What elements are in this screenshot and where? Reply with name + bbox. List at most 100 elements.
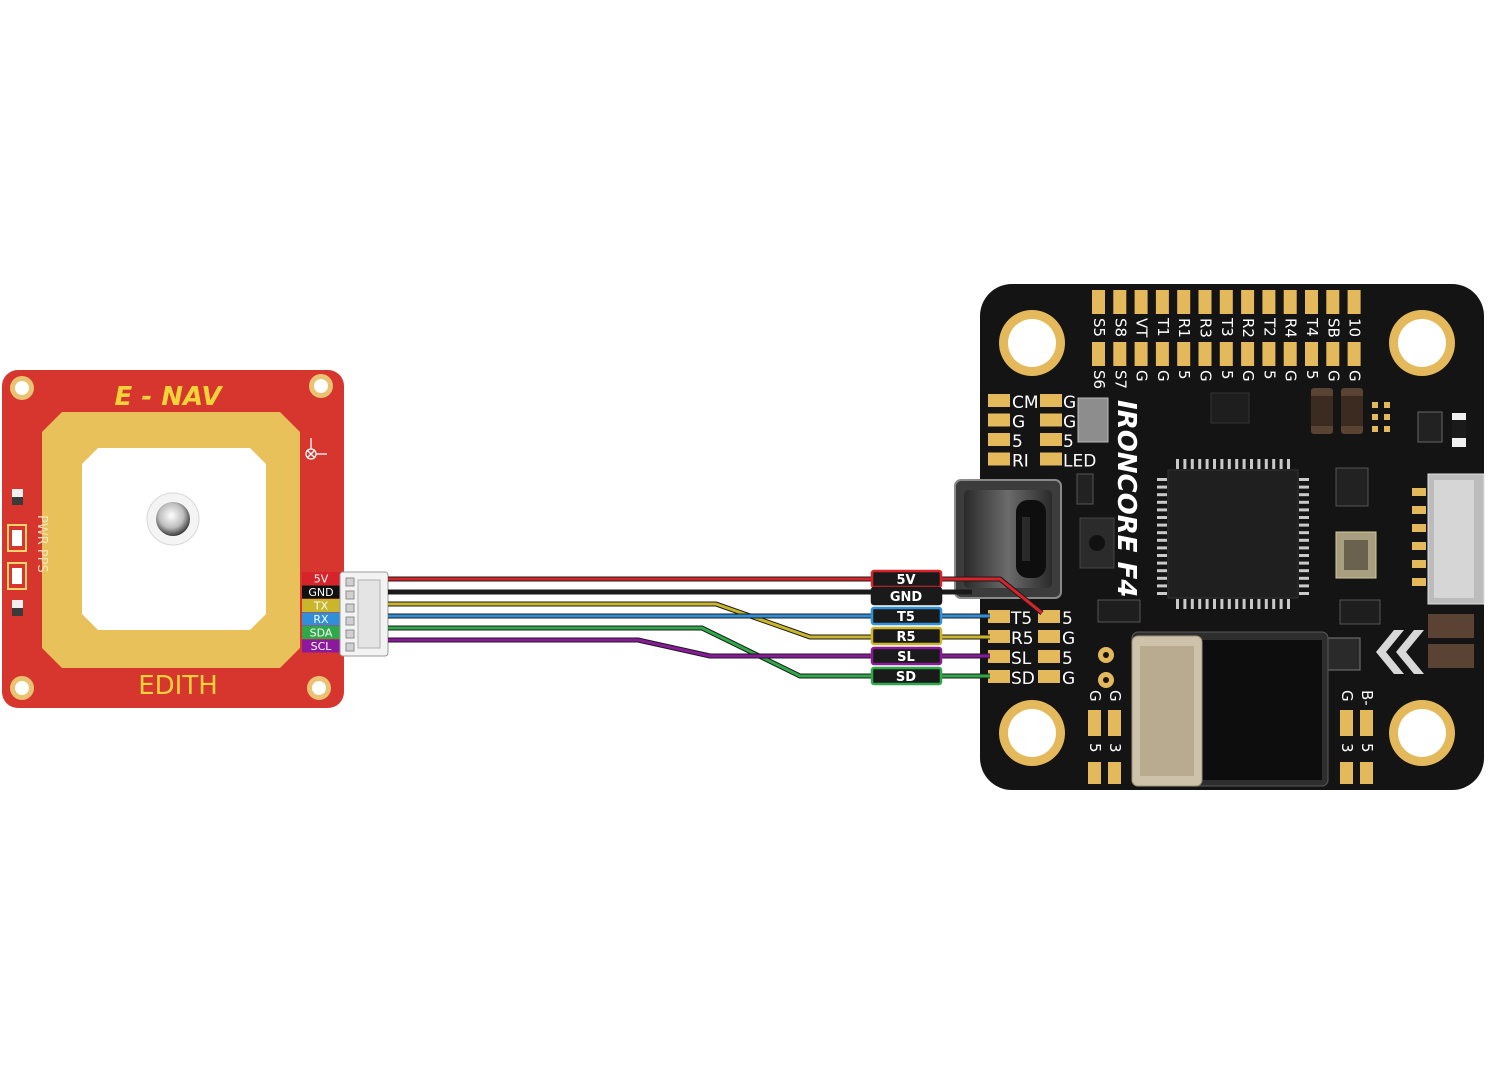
mcu-pin: [1157, 569, 1167, 573]
fc-top-pad-label: T2: [1260, 317, 1278, 337]
fc-bottom-pad-label: G: [1106, 690, 1124, 702]
fc-uart-pad: [1038, 630, 1060, 643]
mcu-pin: [1176, 599, 1179, 609]
fc-top-pad-label: S5: [1090, 318, 1108, 337]
fc-bottom-pad-label: B-: [1358, 690, 1376, 706]
wire-tag: [870, 606, 943, 626]
fc-top-pad-label: G: [1324, 370, 1342, 382]
fc-components: [1076, 388, 1485, 688]
fc-top-pad: [1347, 290, 1361, 314]
mcu-pin: [1299, 546, 1309, 550]
fc-top-pad-label: S7: [1111, 370, 1129, 389]
mcu-pin: [1205, 459, 1209, 469]
gps-pin-label-bg: [302, 612, 340, 626]
gps-module-name: EDITH: [138, 671, 218, 701]
fc-left-pad: [988, 433, 1010, 446]
fc-top-pad-label: R1: [1175, 318, 1193, 338]
gps-pin-label: SCL: [311, 640, 333, 653]
fc-mcu-chip: [1157, 459, 1309, 609]
mcu-pin: [1157, 538, 1167, 542]
fc-uart-pad-label: SD: [1011, 669, 1035, 689]
fc-top-pad: [1283, 290, 1297, 314]
mcu-pin: [1272, 459, 1276, 469]
usb-c-port: [954, 479, 1062, 599]
fc-top-pad-label: R4: [1282, 318, 1300, 338]
sd-card-slot: [1131, 631, 1329, 787]
fc-uart-pad-label: 5: [1062, 609, 1073, 629]
fc-top-pad: [1155, 290, 1169, 314]
fc-uart-pad: [1038, 610, 1060, 623]
mcu-pin: [1299, 531, 1309, 535]
fc-left-pad-label: CM: [1012, 393, 1039, 413]
gps-pin-label-bg: [302, 626, 340, 639]
mcu-pin: [1157, 561, 1167, 565]
gps-leds: [7, 489, 27, 616]
mcu-pin: [1183, 459, 1187, 469]
fc-top-pad-label: R2: [1239, 318, 1257, 338]
fc-uart-pad: [988, 650, 1010, 663]
fc-uart-pad-label: G: [1062, 629, 1075, 649]
fc-top-pad: [1113, 342, 1127, 366]
fc-bottom-pad: [1340, 710, 1353, 736]
mcu-pin: [1157, 500, 1167, 504]
mcu-pin: [1157, 546, 1167, 550]
flight-controller: S5S6S8S7VTGT1GR15R3GT35R2GT25R4GT45SBG10…: [954, 284, 1485, 790]
mcu-pin: [1257, 599, 1261, 609]
mcu-pin: [1299, 493, 1309, 497]
fc-left-pad-label: 5: [1063, 432, 1074, 452]
fc-mount-holes: [999, 310, 1455, 766]
fc-top-pad: [1113, 290, 1127, 314]
wire-tag-label: T5: [897, 610, 915, 625]
fc-uart-pad-label: G: [1062, 669, 1075, 689]
fc-top-pad: [1262, 290, 1276, 314]
fc-top-pad-label: G: [1239, 370, 1257, 382]
mcu-pin: [1272, 599, 1276, 609]
fc-bottom-pad: [1108, 762, 1121, 784]
fc-left-pad: [1040, 413, 1062, 427]
fc-top-pad-label: G: [1282, 370, 1300, 382]
fc-uart-pad: [1038, 650, 1060, 663]
fc-top-pad-label: G: [1197, 370, 1215, 382]
fc-top-pad: [1326, 290, 1340, 314]
wire-5v: [388, 577, 1043, 615]
fc-top-pad: [1305, 342, 1318, 366]
fc-bottom-pad-label: G: [1086, 690, 1104, 702]
fc-top-pad: [1241, 342, 1255, 366]
fc-uart-pad: [988, 630, 1010, 643]
wire-tag-label: 5V: [896, 573, 915, 588]
mcu-pin: [1242, 459, 1246, 469]
fc-left-pad-label: G: [1063, 413, 1076, 433]
fc-uart-pad-label: R5: [1011, 629, 1034, 649]
fc-left-pad: [988, 452, 1010, 466]
fc-top-pad-label: T3: [1218, 317, 1236, 337]
fc-top-pad-row: S5S6S8S7VTGT1GR15R3GT35R2GT25R4GT45SBG10…: [1090, 290, 1364, 389]
mcu-pin: [1220, 599, 1224, 609]
fc-bottom-pad: [1340, 762, 1353, 784]
gps-brand-logo: E - NAV: [115, 382, 224, 412]
mcu-pin: [1299, 485, 1309, 489]
compass-orientation-icon: [305, 438, 327, 460]
fc-top-pad-label: SB: [1324, 318, 1342, 338]
mcu-pin: [1299, 478, 1309, 481]
mcu-pin: [1235, 599, 1239, 609]
fc-top-pad: [1198, 290, 1212, 314]
mcu-pin: [1279, 599, 1283, 609]
fc-top-pad: [1305, 290, 1318, 314]
mcu-pin: [1157, 584, 1167, 588]
wire-tag: [870, 586, 943, 606]
wiring-harness: [388, 576, 1044, 679]
fc-top-pad-label: S6: [1090, 370, 1108, 389]
wire-tag-label: GND: [890, 590, 923, 605]
fc-bottom-pad: [1108, 710, 1121, 736]
mcu-pin: [1190, 459, 1194, 469]
mcu-pin: [1264, 599, 1268, 609]
fc-top-pad-label: 5: [1218, 370, 1236, 380]
fc-bottom-pad-label: 5: [1358, 743, 1376, 753]
fc-uart-pad: [1038, 670, 1060, 683]
fc-top-pad-label: R3: [1197, 318, 1215, 338]
fc-top-pad-label: VT: [1133, 318, 1151, 338]
fc-top-pad-label: T1: [1154, 317, 1172, 337]
fc-top-pad: [1134, 290, 1148, 314]
